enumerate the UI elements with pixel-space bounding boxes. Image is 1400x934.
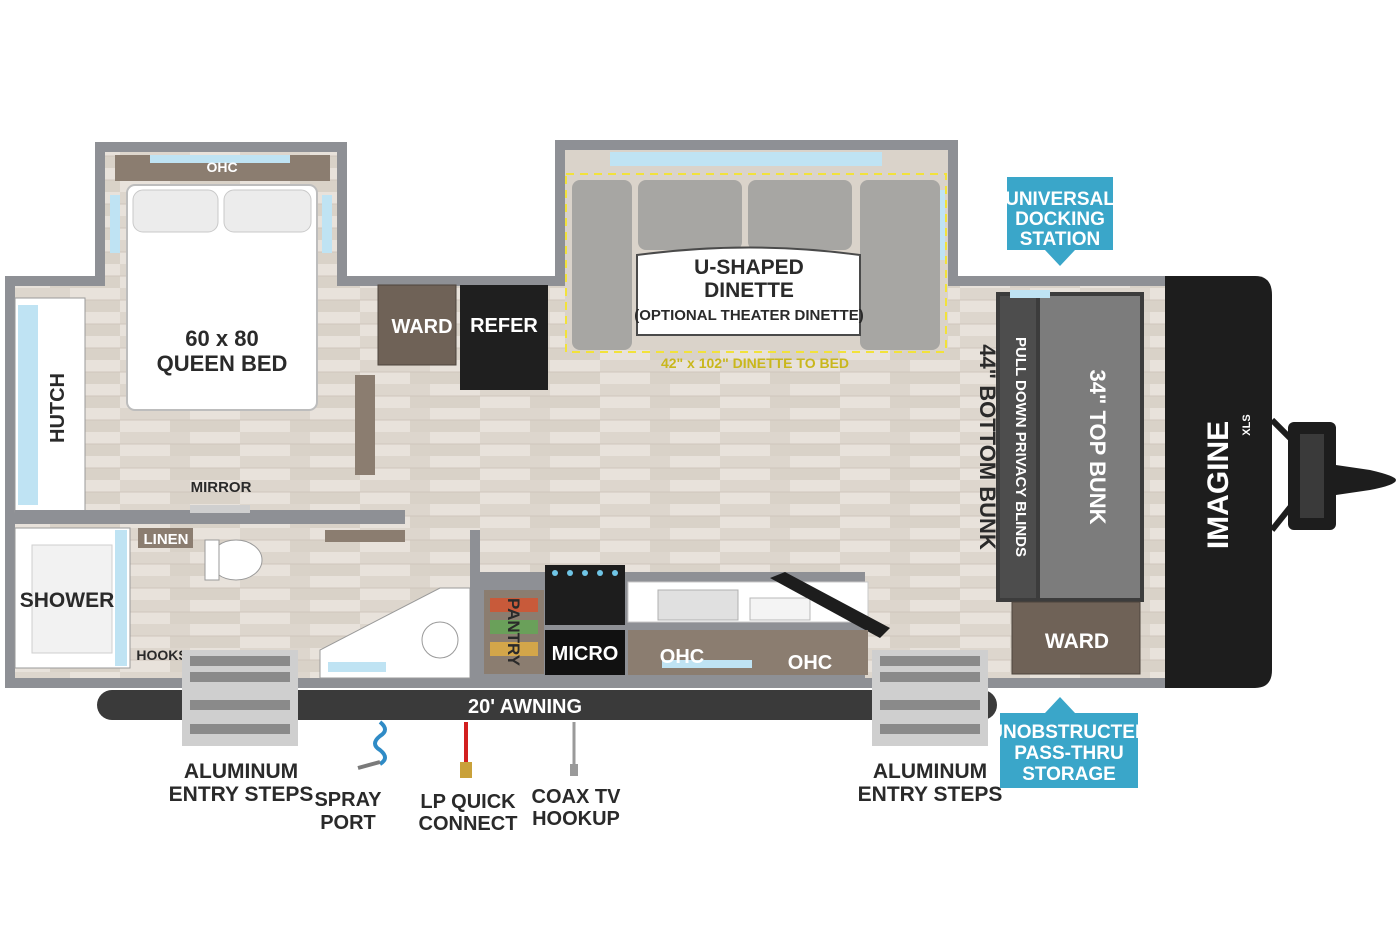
storage-line2: PASS-THRU (1014, 743, 1123, 764)
bed-size-label: 60 x 80 (185, 326, 258, 351)
pantry-shelf-1 (490, 598, 538, 612)
pantry-label: PANTRY (504, 598, 523, 667)
coax-connector (570, 764, 578, 776)
brand-logo: IMAGINE (1202, 421, 1235, 549)
bath-counter (325, 530, 405, 542)
dinette-back-1 (638, 180, 742, 250)
shower-label: SHOWER (20, 589, 115, 612)
tv-arm (770, 572, 890, 638)
burner-4 (597, 570, 603, 576)
ward-front-label: WARD (391, 316, 452, 338)
steps-left-line2: ENTRY STEPS (169, 783, 314, 806)
docking-line3: STATION (1020, 229, 1101, 250)
front-cap (1165, 276, 1272, 688)
storage-line3: STORAGE (1022, 764, 1116, 785)
steps-right-line1: ALUMINUM (873, 760, 987, 783)
bath-partition (470, 530, 480, 678)
linen-cabinet (138, 528, 193, 548)
brand-model: XLS (1241, 414, 1253, 435)
dinette-seat-left (572, 180, 632, 350)
window-bedroom-left (110, 195, 120, 253)
window-kitchen (662, 660, 752, 668)
window-dinette-top (610, 152, 882, 166)
docking-line2: DOCKING (1015, 209, 1105, 230)
privacy-blinds (1000, 296, 1036, 598)
linen-label: LINEN (144, 531, 189, 548)
bath-sink (421, 621, 459, 659)
pillow-right (223, 189, 312, 233)
privacy-blinds-label: PULL DOWN PRIVACY BLINDS (1012, 337, 1029, 557)
burner-1 (552, 570, 558, 576)
spray-line1: SPRAY (314, 789, 382, 811)
spray-hose (373, 720, 387, 766)
awning (97, 690, 997, 720)
awning-label: 20' AWNING (468, 696, 582, 718)
storage-line1: UNOBSTRUCTED (989, 722, 1148, 743)
ohc-kitchen-label-2: OHC (788, 652, 832, 674)
top-bunk (1040, 296, 1140, 598)
steps-right-line2: ENTRY STEPS (858, 783, 1003, 806)
burner-2 (567, 570, 573, 576)
docking-line1: UNIVERSAL (1005, 189, 1115, 210)
window-bath (328, 662, 386, 672)
bath-wall (15, 510, 405, 524)
refer-label: REFER (470, 315, 538, 337)
kitchen-sink (657, 589, 739, 621)
burner-5 (612, 570, 618, 576)
ward-rear-label: WARD (1045, 630, 1109, 653)
dinette-line1: U-SHAPED (694, 256, 804, 279)
window-bedroom-top (150, 155, 290, 163)
window-hutch (18, 305, 38, 505)
dinette-bed-label: 42" x 102" DINETTE TO BED (661, 355, 849, 371)
dinette-seat-right (860, 180, 940, 350)
queen-bed (126, 184, 318, 411)
window-bedroom-right (322, 195, 332, 253)
entry-steps-left (182, 650, 298, 746)
refrigerator (460, 285, 548, 390)
spray-line2: PORT (320, 812, 376, 834)
steps-left-line1: ALUMINUM (184, 760, 298, 783)
mirror-label: MIRROR (191, 479, 252, 496)
dinette-note: (OPTIONAL THEATER DINETTE) (634, 307, 863, 324)
lp-fitting (460, 762, 472, 778)
hooks-label: HOOKS (136, 647, 187, 663)
dinette-table (636, 246, 861, 336)
bed-name-label: QUEEN BED (157, 351, 288, 376)
lp-line2: CONNECT (419, 813, 518, 835)
ward-rear (1011, 601, 1141, 675)
coax-line2: HOOKUP (532, 808, 620, 830)
hutch-label: HUTCH (47, 373, 69, 443)
hitch-coupler (1336, 465, 1396, 495)
ohc-bedroom-label: OHC (206, 159, 237, 175)
pantry-shelf-2 (490, 620, 538, 634)
window-bunk (1010, 290, 1050, 298)
bottom-bunk-label: 44" BOTTOM BUNK (975, 344, 1000, 550)
microwave (545, 630, 625, 675)
ohc-kitchen-label-1: OHC (660, 646, 704, 668)
pillow-left (132, 189, 219, 233)
coax-line1: COAX TV (532, 786, 622, 808)
dinette-bed-outline (565, 173, 947, 353)
shower-glass (115, 530, 127, 666)
mirror-shelf (190, 505, 250, 513)
ward-front (377, 284, 457, 366)
dinette-line2: DINETTE (704, 279, 794, 302)
lp-line1: LP QUICK (420, 791, 516, 813)
top-bunk-label: 34" TOP BUNK (1085, 369, 1110, 524)
dish-drainer (749, 597, 811, 621)
callout-docking (1007, 177, 1113, 266)
dinette-back-2 (748, 180, 852, 250)
shower-pan (31, 544, 113, 654)
spray-nozzle (357, 760, 381, 770)
toilet-tank (204, 539, 220, 581)
entry-steps-right (872, 650, 988, 746)
tongue-jack-inner (1300, 434, 1324, 518)
burner-3 (582, 570, 588, 576)
callout-storage (1000, 697, 1138, 788)
micro-label: MICRO (552, 643, 619, 665)
bedroom-partition (355, 375, 375, 475)
pantry-shelf-3 (490, 642, 538, 656)
